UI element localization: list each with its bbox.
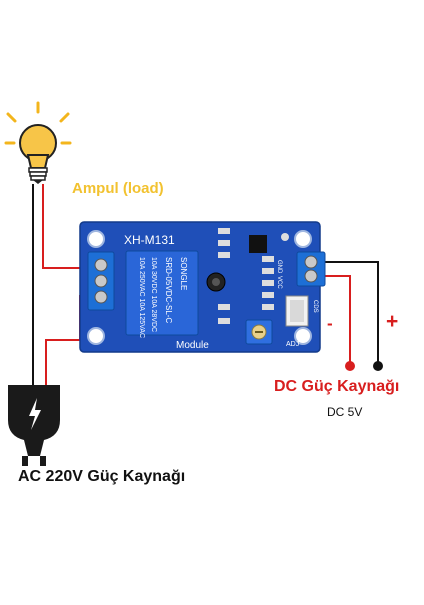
load-label: Ampul (load) [72,180,164,197]
cds-connector [285,295,309,327]
relay-brand: SONGLE [179,257,188,290]
light-bulb-icon [4,101,72,184]
power-plug-icon [8,385,60,466]
board-module-text: Module [176,340,209,351]
ac-supply-label: AC 220V Güç Kaynağı [18,468,186,485]
relay: 10A 250VAC 10A 125VAC 10A 30VDC 10A 28VD… [125,250,199,338]
pin-cds-label: CDS [312,300,318,313]
dc-supply-label: DC Güç Kaynağı [274,378,400,395]
pin-vcc-label: VCC [276,276,282,289]
plus-sign: + [386,310,399,333]
dc-black-terminal-dot [373,361,383,371]
load-terminal-block [87,251,115,311]
lightning-bolt-icon [29,398,41,430]
potentiometer [245,319,273,345]
pot-label: ADJ [286,341,299,348]
dc-black-wire [312,261,379,363]
board-model-text: XH-M131 [124,233,175,247]
minus-sign: - [327,314,333,333]
relay-line-3: SRD-05VDC-SL-C [164,257,173,323]
dc-red-terminal-dot [345,361,355,371]
dc-voltage-label: DC 5V [327,405,363,419]
relay-line-2: 10A 30VDC 10A 28VDC [150,257,157,332]
relay-line-1: 10A 250VAC 10A 125VAC [138,257,145,338]
pin-gnd-label: GND [276,260,282,274]
smd-components [218,228,289,324]
relay-board: XH-M131 Module 10A 250VAC 10A 125VAC 10A… [79,221,326,353]
power-terminal-block [296,251,326,287]
